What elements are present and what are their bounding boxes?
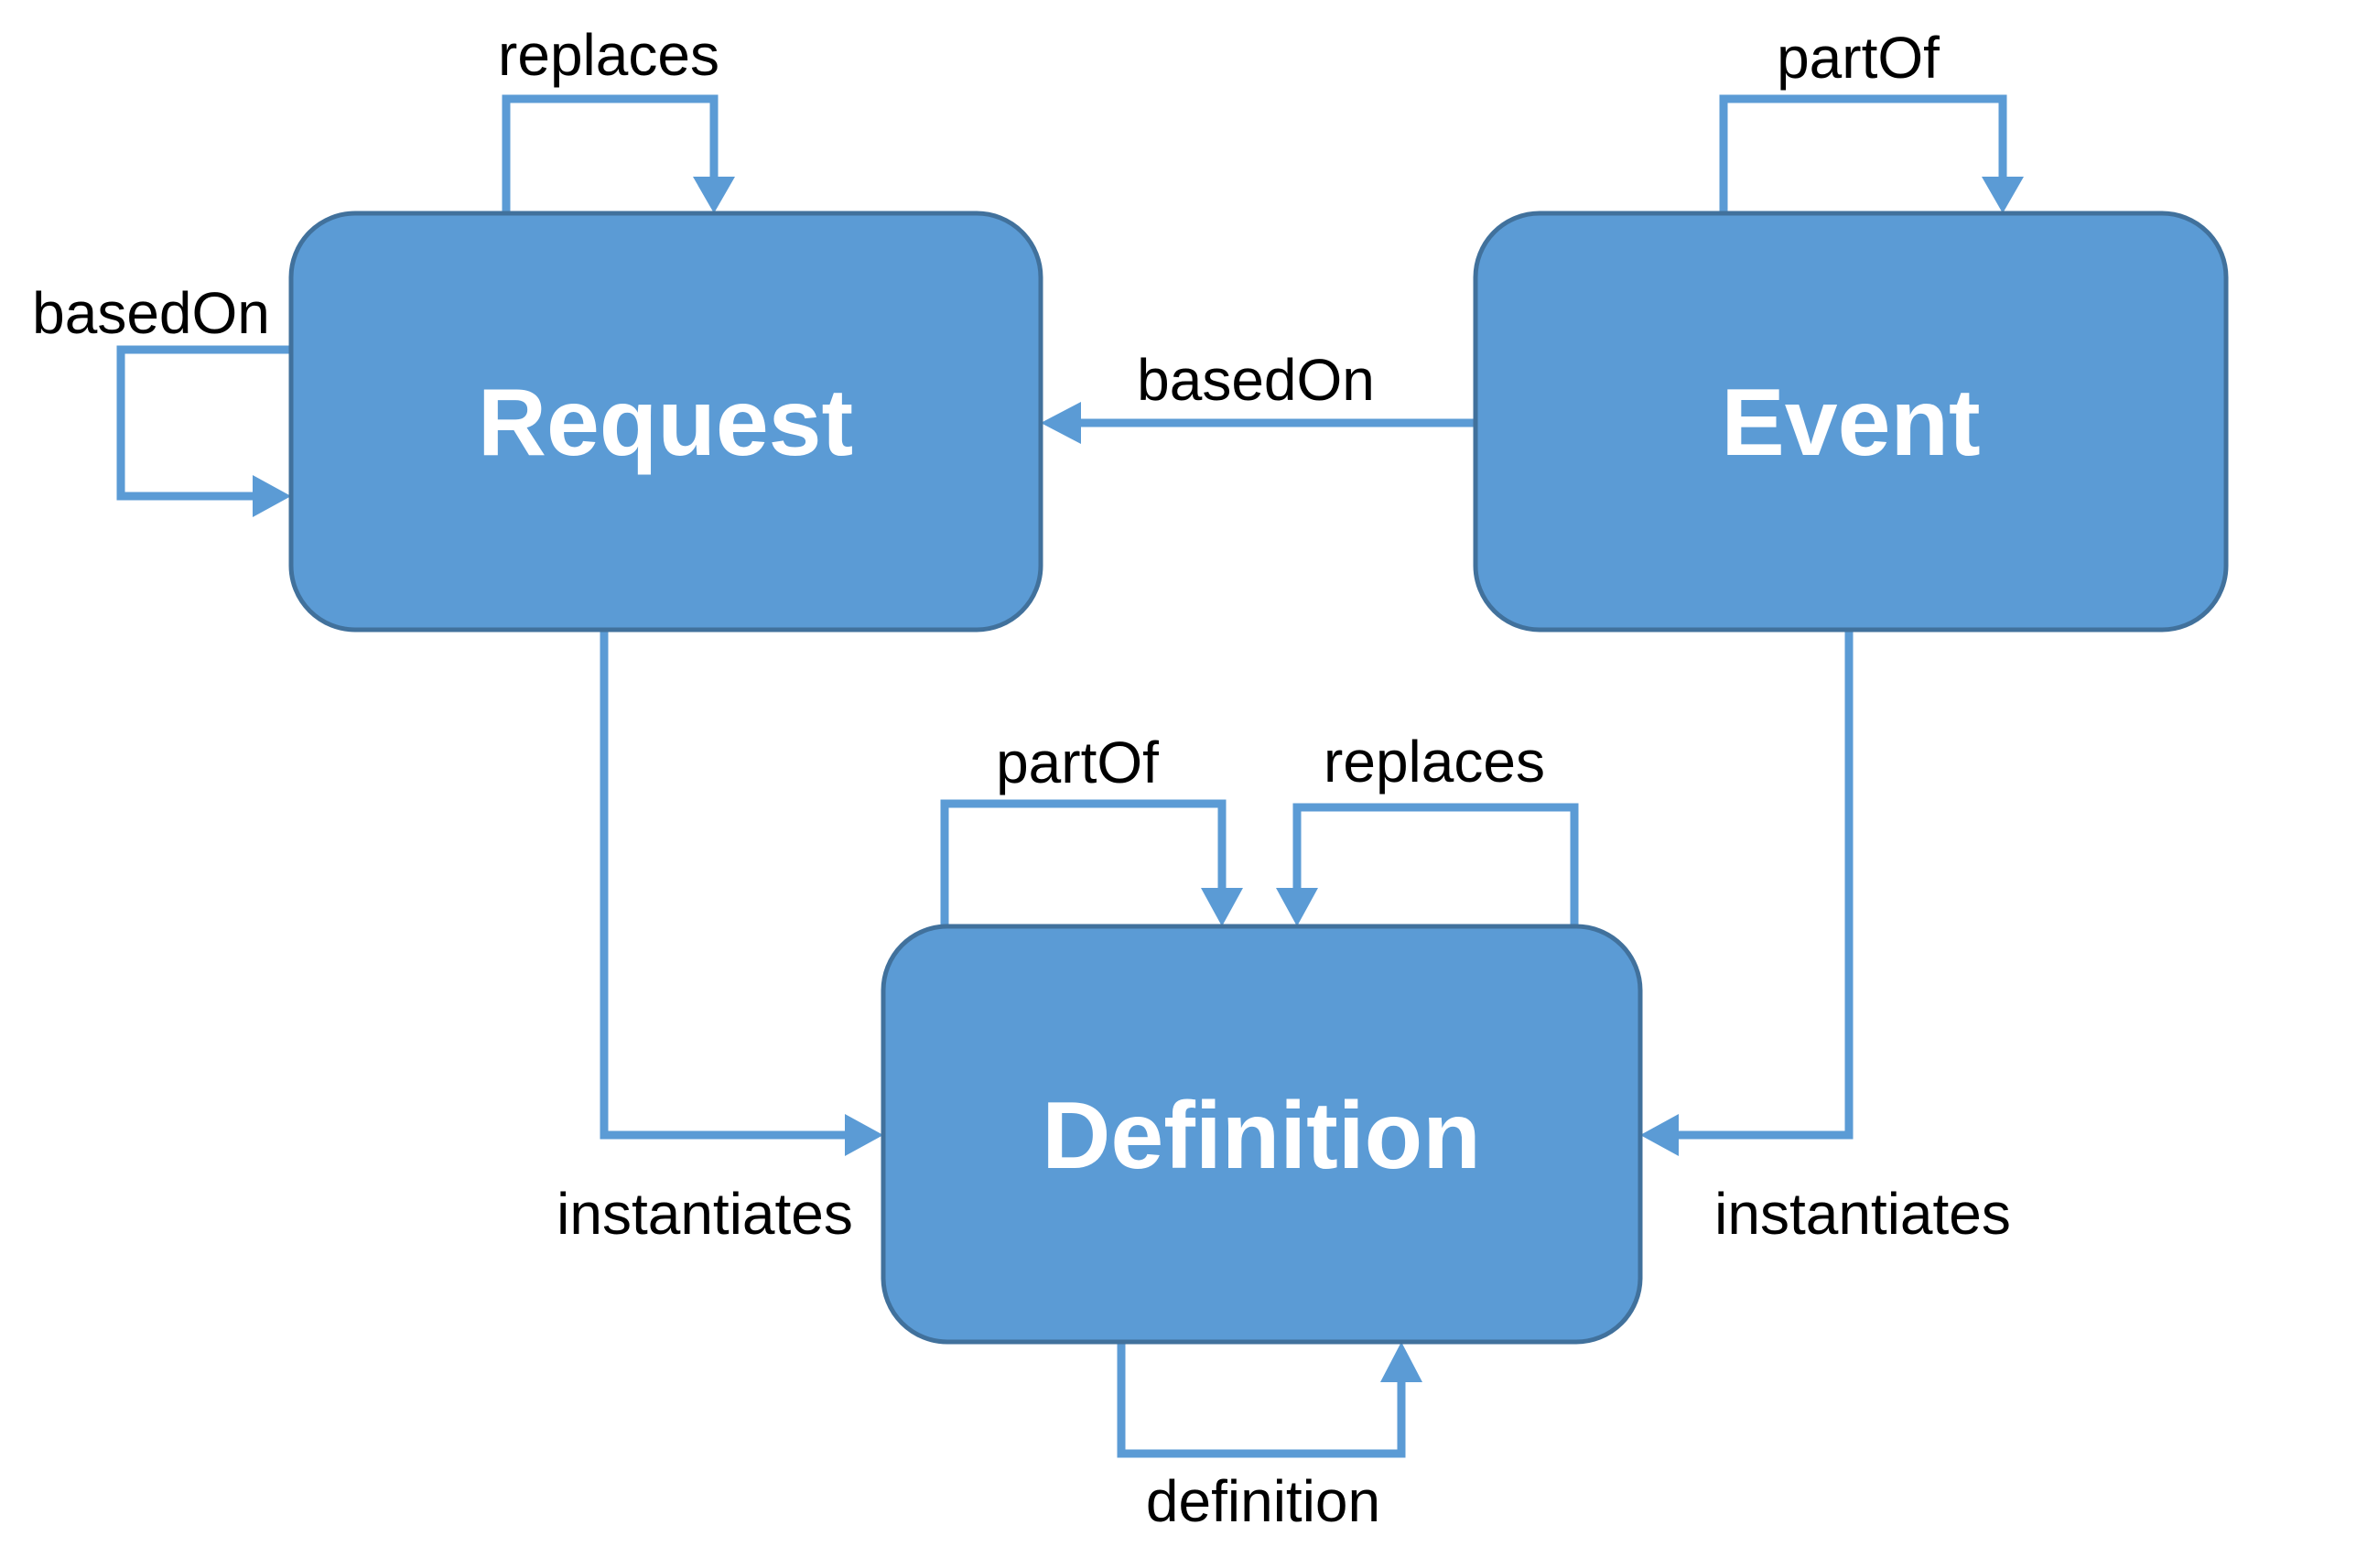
- edge-basedon-event-to-request: [1041, 402, 1475, 444]
- node-event-box: [1473, 211, 2229, 633]
- node-event: Event: [1473, 211, 2229, 633]
- edge-label-replaces-request: replaces: [498, 22, 719, 88]
- edge-label-definition: definition: [1146, 1468, 1380, 1534]
- arrowhead-down-icon: [1276, 888, 1318, 926]
- node-request: Request: [288, 211, 1043, 633]
- edge-partof-event-self: [1719, 94, 2024, 213]
- arrowhead-right-icon: [845, 1114, 883, 1156]
- edge-label-partof-definition: partOf: [996, 730, 1159, 795]
- arrowhead-down-icon: [1201, 888, 1243, 926]
- edge-replaces-definition-self: [1276, 803, 1579, 926]
- arrowhead-left-icon: [1041, 402, 1081, 444]
- arrowhead-left-icon: [1640, 1114, 1679, 1156]
- arrowhead-up-icon: [1380, 1342, 1422, 1382]
- arrowhead-down-icon: [1982, 177, 2024, 213]
- node-request-label: Request: [478, 370, 853, 476]
- edge-instantiates-request-to-definition: [600, 630, 883, 1156]
- edge-replaces-definition-line: [1292, 803, 1579, 926]
- edge-label-partof-event: partOf: [1777, 25, 1940, 91]
- arrowhead-right-icon: [253, 475, 291, 517]
- node-definition: Definition: [881, 924, 1643, 1345]
- edge-instantiates-event-definition-line: [1679, 630, 1854, 1140]
- node-definition-label: Definition: [1042, 1083, 1480, 1189]
- edge-replaces-request-line: [502, 94, 719, 213]
- edge-instantiates-event-to-definition: [1640, 630, 1854, 1156]
- node-event-label: Event: [1721, 370, 1980, 476]
- edge-label-instantiates-left: instantiates: [557, 1181, 853, 1247]
- edge-label-basedon-event-request: basedOn: [1137, 347, 1375, 413]
- arrowhead-down-icon: [693, 177, 735, 213]
- node-definition-box: [881, 924, 1643, 1345]
- edge-label-basedon-request: basedOn: [32, 280, 270, 346]
- edge-label-replaces-definition: replaces: [1324, 729, 1545, 795]
- edge-partof-definition-self: [940, 799, 1243, 926]
- edge-partof-event-line: [1719, 94, 2007, 213]
- edge-definition-definition-line: [1117, 1342, 1406, 1458]
- edge-replaces-request-self: [502, 94, 735, 213]
- edge-basedon-request-line: [116, 345, 291, 501]
- node-request-box: [288, 211, 1043, 633]
- edge-instantiates-request-definition-line: [600, 630, 845, 1140]
- edge-partof-definition-line: [940, 799, 1227, 926]
- edge-definition-definition-self: [1117, 1342, 1422, 1458]
- edge-basedon-request-self: [116, 345, 291, 517]
- edge-label-instantiates-right: instantiates: [1714, 1181, 2011, 1247]
